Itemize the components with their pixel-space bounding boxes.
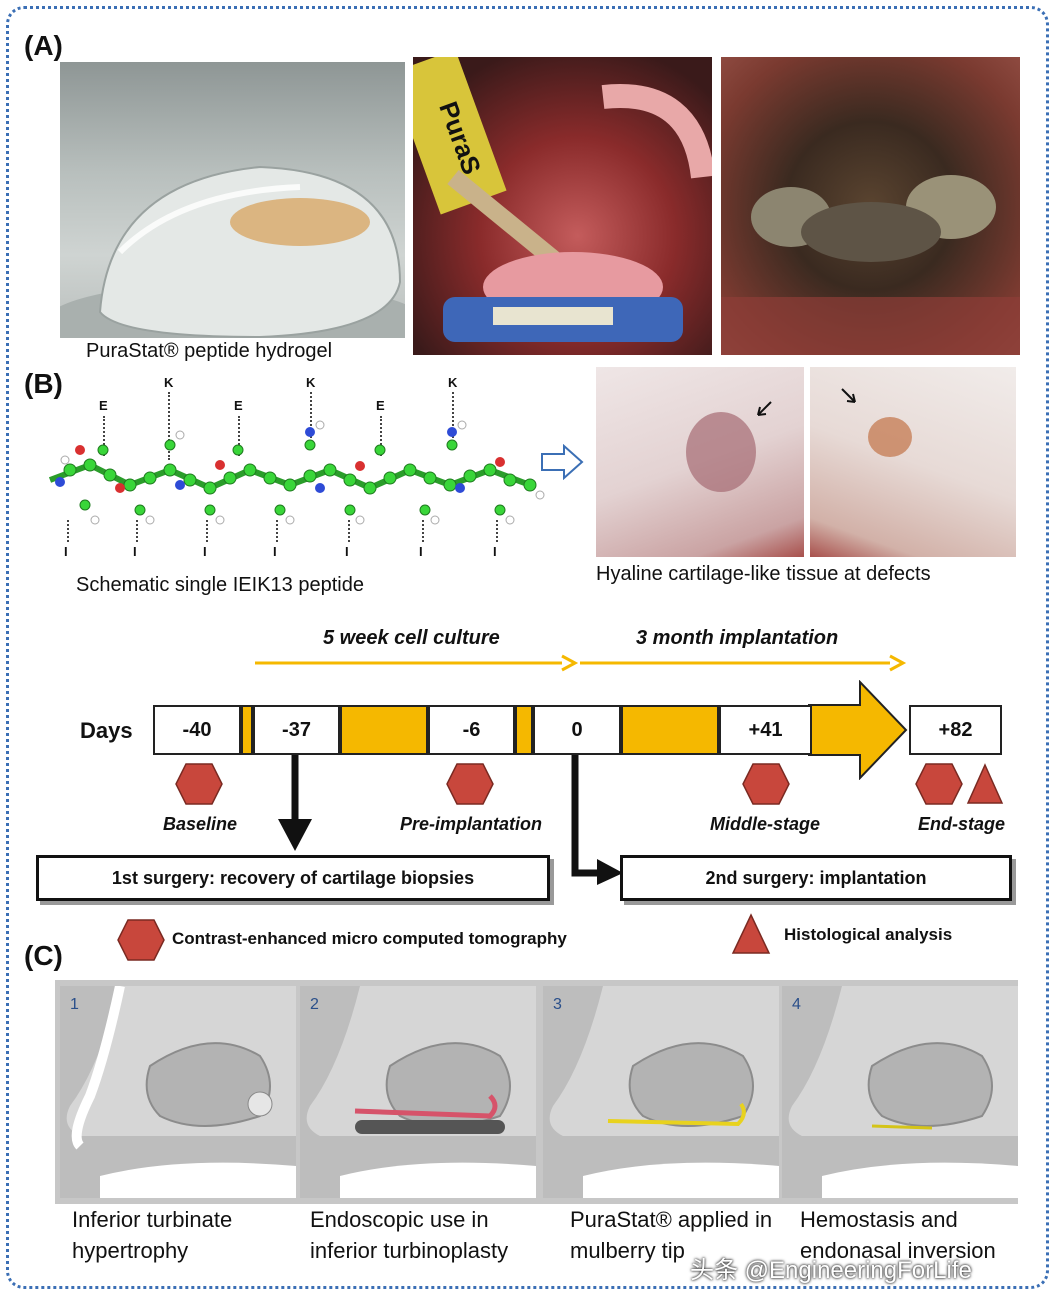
- step-number: 4: [792, 996, 801, 1013]
- day-box: -6: [428, 705, 515, 755]
- peptide-molecule: [48, 420, 545, 525]
- step-caption: PuraStat® applied in mulberry tip: [570, 1207, 773, 1263]
- residue-label: I: [419, 544, 423, 559]
- step-caption: Hemostasis and endonasal inversion: [800, 1207, 996, 1263]
- timeline-arrowhead: [808, 680, 908, 780]
- legend-triangle-icon: [731, 913, 771, 954]
- residue-dash: [206, 520, 208, 542]
- hexagon-icon: [742, 763, 790, 805]
- hydrogel-caption: PuraStat® peptide hydrogel: [86, 340, 333, 362]
- residue-label: I: [273, 544, 277, 559]
- legend-ct-label: Contrast-enhanced micro computed tomogra…: [172, 929, 567, 948]
- bend-arrow-icon: [571, 755, 623, 885]
- residue-label: K: [164, 375, 174, 390]
- residue-label: I: [203, 544, 207, 559]
- timeline-segment: [340, 705, 428, 755]
- residue-label: I: [64, 544, 68, 559]
- legend-histo-label: Histological analysis: [784, 925, 953, 944]
- day-box: +41: [719, 705, 812, 755]
- residue-dash: [136, 520, 138, 542]
- residue-label: K: [306, 375, 316, 390]
- panel-label-a: (A): [24, 30, 63, 61]
- surgery-2-box: 2nd surgery: implantation: [620, 855, 1012, 901]
- residue-label: E: [99, 398, 108, 413]
- residue-label: I: [133, 544, 137, 559]
- right-arrow-icon: [541, 444, 584, 480]
- implantation-label: 3 month implantation: [636, 627, 839, 649]
- surgery-photo-oral: PuraS: [413, 57, 712, 355]
- residue-label: I: [493, 544, 497, 559]
- step-caption: Inferior turbinate hypertrophy: [72, 1207, 233, 1263]
- day-box: -40: [153, 705, 241, 755]
- timeline-segment: [621, 705, 719, 755]
- cartilage-photo-1: [596, 367, 804, 557]
- phase-arrows: [255, 654, 907, 672]
- cartilage-caption: Hyaline cartilage-like tissue at defects: [596, 563, 931, 585]
- hexagon-icon: [446, 763, 494, 805]
- residue-dash: [380, 416, 382, 456]
- stage-label: Baseline: [163, 814, 238, 834]
- hydrogel-photo: [60, 62, 405, 338]
- day-box: 0: [533, 705, 621, 755]
- step-number: 2: [310, 996, 319, 1013]
- residue-dash: [452, 392, 454, 442]
- figure-frame: [6, 6, 1049, 1289]
- step-caption: Endoscopic use in inferior turbinoplasty: [310, 1207, 509, 1263]
- hexagon-icon: [915, 763, 963, 805]
- nasal-panel-2: 2: [300, 986, 536, 1198]
- step-number: 1: [70, 996, 79, 1013]
- cartilage-photo-2: [810, 367, 1016, 557]
- triangle-icon: [966, 763, 1004, 804]
- surgery-1-box: 1st surgery: recovery of cartilage biops…: [36, 855, 550, 901]
- residue-label: E: [376, 398, 385, 413]
- day-box: +82: [909, 705, 1002, 755]
- residue-dash: [238, 416, 240, 456]
- timeline-segment: [241, 705, 253, 755]
- residue-dash: [103, 416, 105, 456]
- nasal-panel-1: 1: [60, 986, 296, 1198]
- stage-label: Middle-stage: [710, 814, 821, 834]
- stage-label: End-stage: [918, 814, 1006, 834]
- nasal-panel-3: 3: [543, 986, 779, 1198]
- culture-label: 5 week cell culture: [323, 627, 500, 649]
- stage-label: Pre-implantation: [400, 814, 543, 834]
- watermark: 头条 @EngineeringForLife: [690, 1257, 972, 1284]
- day-box: -37: [253, 705, 340, 755]
- surgery-photo-dental: [721, 57, 1020, 355]
- days-label: Days: [80, 718, 133, 743]
- timeline-segment: [515, 705, 533, 755]
- residue-dash: [276, 520, 278, 542]
- down-arrow-icon: [278, 755, 312, 851]
- residue-label: E: [234, 398, 243, 413]
- residue-dash: [496, 520, 498, 542]
- residue-label: K: [448, 375, 458, 390]
- panel-label-b: (B): [24, 368, 63, 399]
- residue-dash: [310, 392, 312, 442]
- hydrogel-droplet: [60, 165, 405, 338]
- residue-label: I: [345, 544, 349, 559]
- panel-label-c: (C): [24, 940, 63, 971]
- step-number: 3: [553, 996, 562, 1013]
- residue-dash: [168, 392, 170, 460]
- residue-dash: [348, 520, 350, 542]
- peptide-caption: Schematic single IEIK13 peptide: [76, 574, 364, 596]
- residue-dash: [67, 520, 69, 542]
- residue-dash: [422, 520, 424, 542]
- legend-hexagon-icon: [117, 919, 165, 961]
- nasal-panel-4: 4: [782, 986, 1018, 1198]
- hexagon-icon: [175, 763, 223, 805]
- peptide-schematic: E K E K E K: [40, 370, 560, 570]
